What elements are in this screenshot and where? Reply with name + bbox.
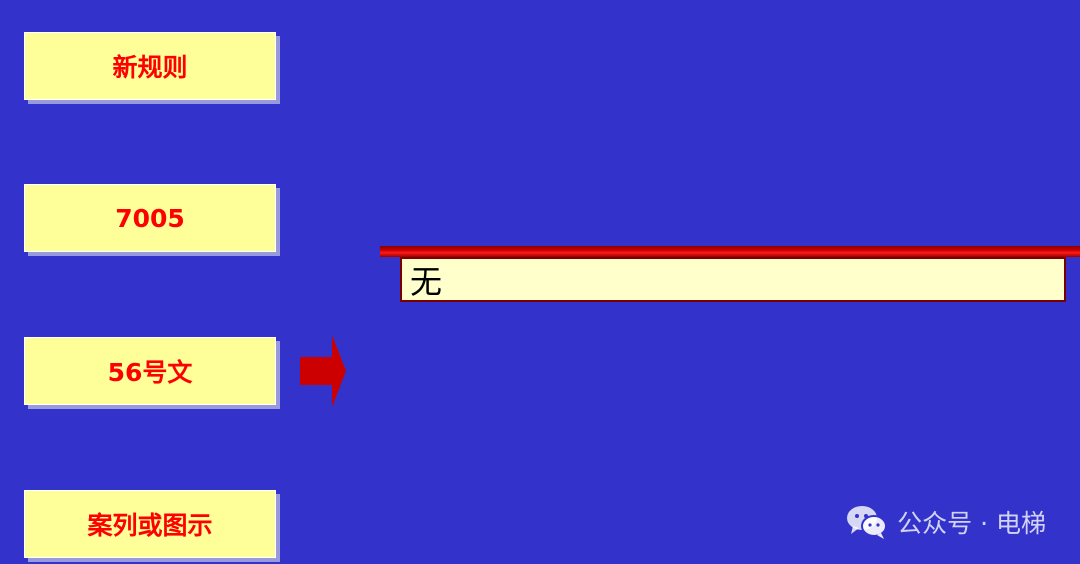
watermark: 公众号 · 电梯 (845, 504, 1046, 540)
sidebar-item-new-rules[interactable]: 新规则 (24, 32, 276, 100)
watermark-text: 公众号 · 电梯 (897, 509, 1046, 538)
sidebar-item-label: 7005 (115, 203, 185, 233)
divider-rule (380, 246, 1080, 257)
sidebar-item-cases-diagrams[interactable]: 案列或图示 (24, 490, 276, 558)
content-text: 无 (410, 262, 443, 301)
arrow-right-icon (300, 335, 346, 407)
sidebar-item-document-56[interactable]: 56号文 (24, 337, 276, 405)
wechat-icon (847, 506, 888, 539)
sidebar-item-label: 新规则 (112, 53, 188, 82)
sidebar-item-label: 56号文 (107, 358, 193, 387)
content-panel: 无 (400, 257, 1066, 302)
sidebar-item-7005[interactable]: 7005 (24, 184, 276, 252)
sidebar-item-label: 案列或图示 (87, 511, 213, 540)
